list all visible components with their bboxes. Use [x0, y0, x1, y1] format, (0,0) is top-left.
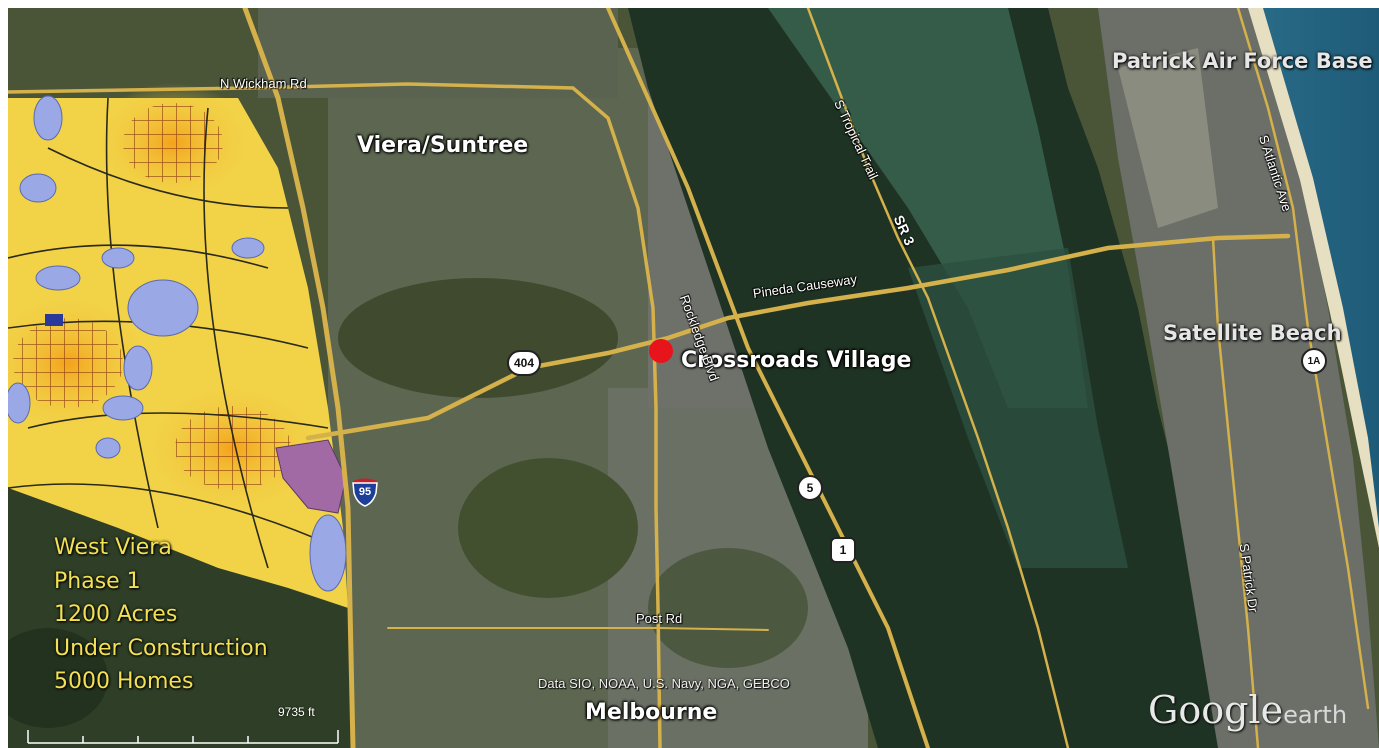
- west-viera-line-5: 5000 Homes: [54, 669, 194, 694]
- interstate-95-number: 95: [358, 486, 372, 498]
- location-marker-crossroads-village[interactable]: [649, 339, 673, 363]
- us-1-shield: 1: [830, 537, 856, 563]
- scale-bar: [27, 730, 339, 744]
- data-attribution: Data SIO, NOAA, U.S. Navy, NGA, GEBCO: [538, 676, 790, 691]
- place-label-viera-suntree[interactable]: Viera/Suntree: [357, 133, 529, 158]
- scale-label: 9735 ft: [278, 705, 315, 719]
- place-label-melbourne[interactable]: Melbourne: [585, 700, 718, 725]
- west-viera-line-4: Under Construction: [54, 635, 268, 661]
- map-imagery: [8, 8, 1379, 748]
- google-earth-logo: Googleearth: [1148, 688, 1347, 732]
- road-label-n-wickham: N Wickham Rd: [220, 76, 307, 91]
- place-label-patrick-afb[interactable]: Patrick Air Force Base: [1112, 48, 1373, 74]
- west-viera-line-3: 1200 Acres: [54, 602, 178, 627]
- west-viera-line-2: Phase 1: [54, 568, 141, 594]
- west-viera-line-1: West Viera: [54, 535, 172, 560]
- satellite-map[interactable]: Viera/Suntree Crossroads Village Melbour…: [8, 8, 1379, 748]
- place-label-crossroads-village[interactable]: Crossroads Village: [681, 348, 912, 373]
- west-viera-annotation: West Viera Phase 1 1200 Acres Under Cons…: [54, 531, 268, 699]
- earth-logo-text: earth: [1283, 701, 1348, 729]
- route-1a-shield: 1A: [1301, 348, 1327, 374]
- route-5-shield: 5: [797, 475, 823, 501]
- place-label-satellite-beach[interactable]: Satellite Beach: [1163, 321, 1342, 345]
- route-404-shield: 404: [507, 350, 541, 376]
- road-label-post-rd: Post Rd: [636, 611, 683, 626]
- google-logo-text: Google: [1148, 688, 1284, 732]
- interstate-95-shield: 95: [351, 477, 379, 507]
